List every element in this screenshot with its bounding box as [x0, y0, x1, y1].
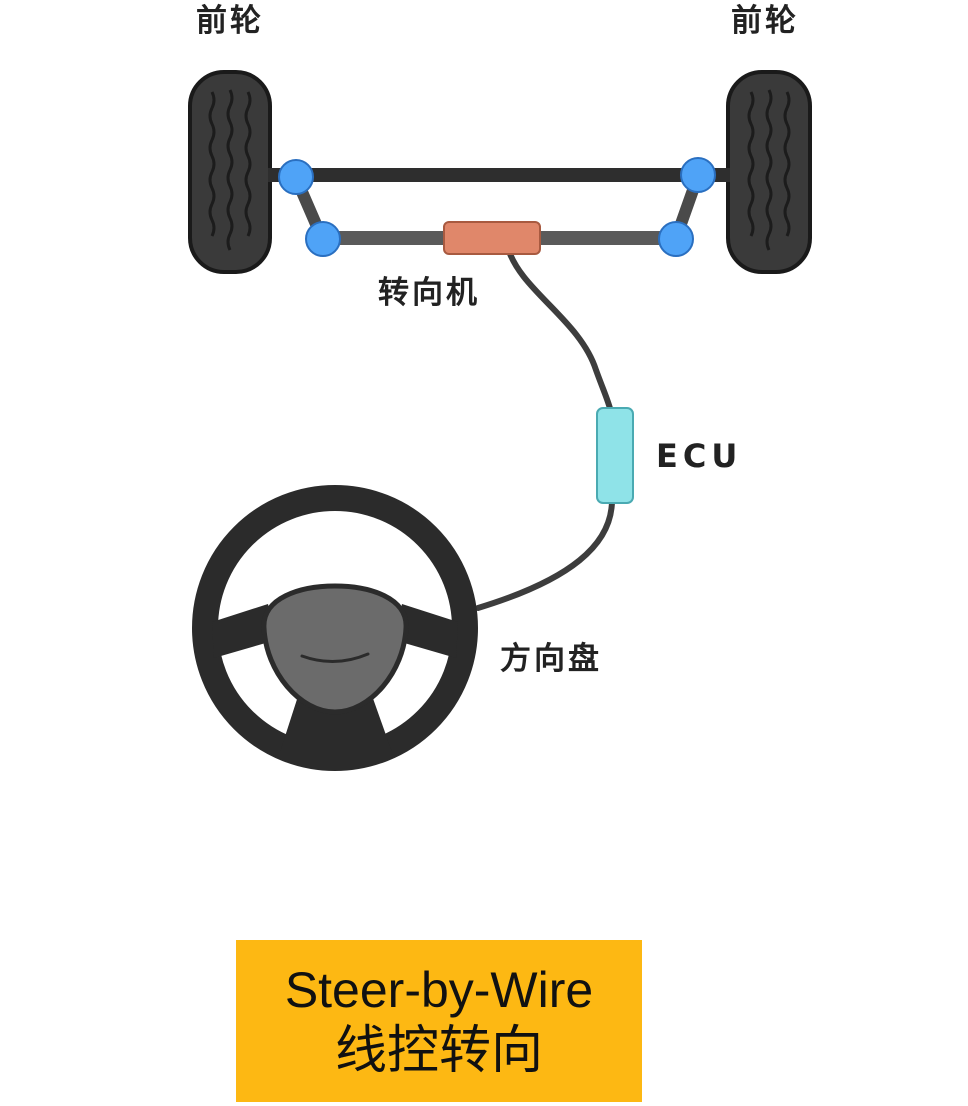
- ecu-label: ECU: [656, 437, 743, 475]
- front-wheel-left-label: 前轮: [196, 3, 264, 39]
- joint-icon: [305, 221, 341, 257]
- joint-icon: [680, 157, 716, 193]
- signal-cable: [505, 245, 614, 415]
- steering-gear: [443, 221, 541, 255]
- steering-gear-label: 转向机: [378, 275, 480, 311]
- title-english: Steer-by-Wire: [284, 961, 594, 1018]
- steering-wheel-icon: [192, 485, 478, 771]
- ecu-module: [596, 407, 634, 504]
- joint-icon: [658, 221, 694, 257]
- front-wheel-right-label: 前轮: [731, 3, 799, 39]
- diagram-canvas: [188, 70, 812, 771]
- signal-cable-lower: [475, 497, 615, 611]
- joint-icon: [278, 159, 314, 195]
- tire-icon: [188, 70, 272, 274]
- front-axle: [268, 168, 730, 182]
- steering-wheel-label: 方向盘: [500, 641, 602, 677]
- tire-icon: [726, 70, 812, 274]
- title-chinese: 线控转向: [334, 1021, 543, 1082]
- title-banner: Steer-by-Wire 线控转向: [236, 940, 642, 1102]
